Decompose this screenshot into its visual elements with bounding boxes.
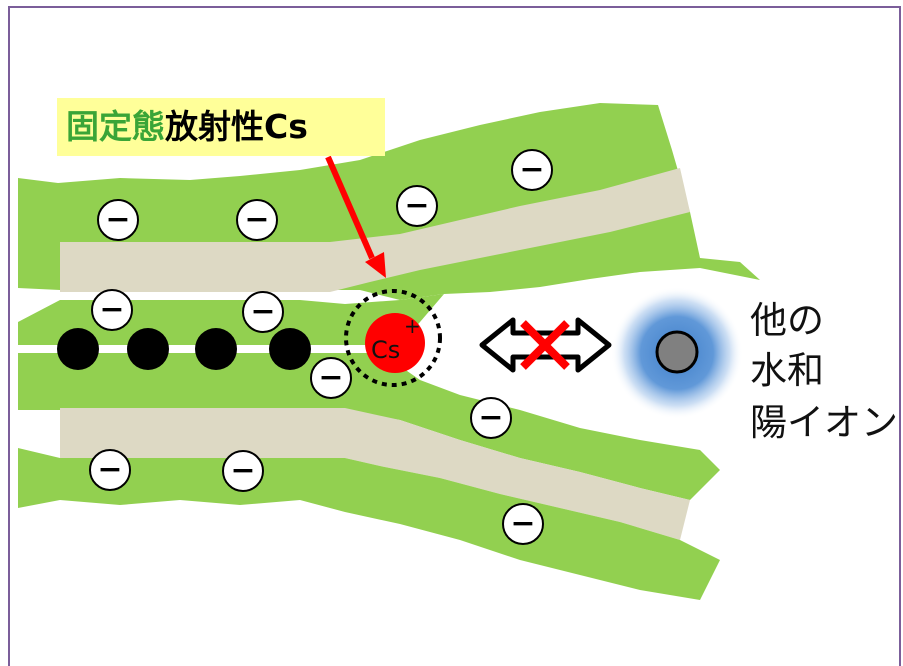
callout-label: 固定態放射性Cs — [66, 100, 308, 154]
clay-layer-middle-lower — [18, 352, 720, 500]
pointer-arrowhead — [365, 252, 386, 278]
negative-charge: − — [89, 449, 131, 491]
negative-charge: − — [470, 397, 512, 439]
svg-text:−: − — [404, 188, 429, 223]
svg-text:−: − — [230, 453, 255, 488]
hydrated-cation — [655, 330, 699, 374]
interlayer-upper — [60, 168, 690, 292]
negative-charge: − — [502, 503, 544, 545]
clay-diagram: − − − − − − − − − − − Cs + — [18, 103, 760, 600]
callout-fixed-word: 固定態 — [66, 107, 165, 146]
negative-charge: − — [511, 149, 553, 191]
fixed-site-marker — [344, 289, 442, 387]
svg-text:−: − — [244, 202, 269, 237]
pointer-arrow — [325, 155, 375, 260]
negative-charge: − — [97, 199, 139, 241]
fixed-cation — [269, 328, 311, 370]
cs-cation-label: Cs — [371, 336, 400, 364]
fixed-cation — [57, 328, 99, 370]
svg-text:−: − — [318, 360, 343, 395]
svg-text:−: − — [105, 202, 130, 237]
fixed-cation — [127, 328, 169, 370]
svg-text:−: − — [250, 294, 275, 329]
callout-box — [57, 98, 385, 156]
other-ion-line3: 陽イオン — [750, 401, 898, 444]
negative-charge: − — [222, 450, 264, 492]
diagram-frame — [8, 6, 901, 666]
svg-text:−: − — [99, 292, 124, 327]
cs-cation — [365, 313, 425, 373]
negative-charge: − — [236, 199, 278, 241]
interlayer-lower — [60, 408, 690, 540]
cs-cation-charge: + — [404, 314, 421, 338]
callout-cs-word: 放射性Cs — [165, 107, 308, 146]
clay-layer-lower — [18, 448, 720, 600]
svg-text:−: − — [519, 152, 544, 187]
negative-charge: − — [91, 289, 133, 331]
svg-text:−: − — [97, 452, 122, 487]
negative-charge: − — [396, 185, 438, 227]
double-arrow-with-red-x-icon — [479, 317, 612, 373]
svg-text:−: − — [510, 506, 535, 541]
svg-text:−: − — [478, 400, 503, 435]
negative-charge: − — [310, 357, 352, 399]
other-ion-line1: 他の — [750, 299, 824, 342]
negative-charge: − — [242, 291, 284, 333]
fixed-cation — [195, 328, 237, 370]
other-ion-line2: 水和 — [750, 349, 824, 392]
